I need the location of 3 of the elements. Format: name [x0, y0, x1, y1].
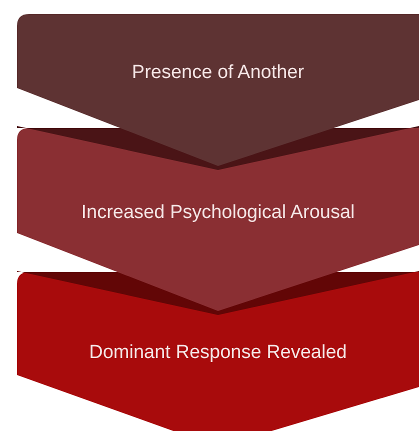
step-label: Dominant Response Revealed: [88, 341, 348, 365]
step-label: Increased Psychological Arousal: [80, 201, 356, 225]
step-label: Presence of Another: [130, 61, 306, 85]
